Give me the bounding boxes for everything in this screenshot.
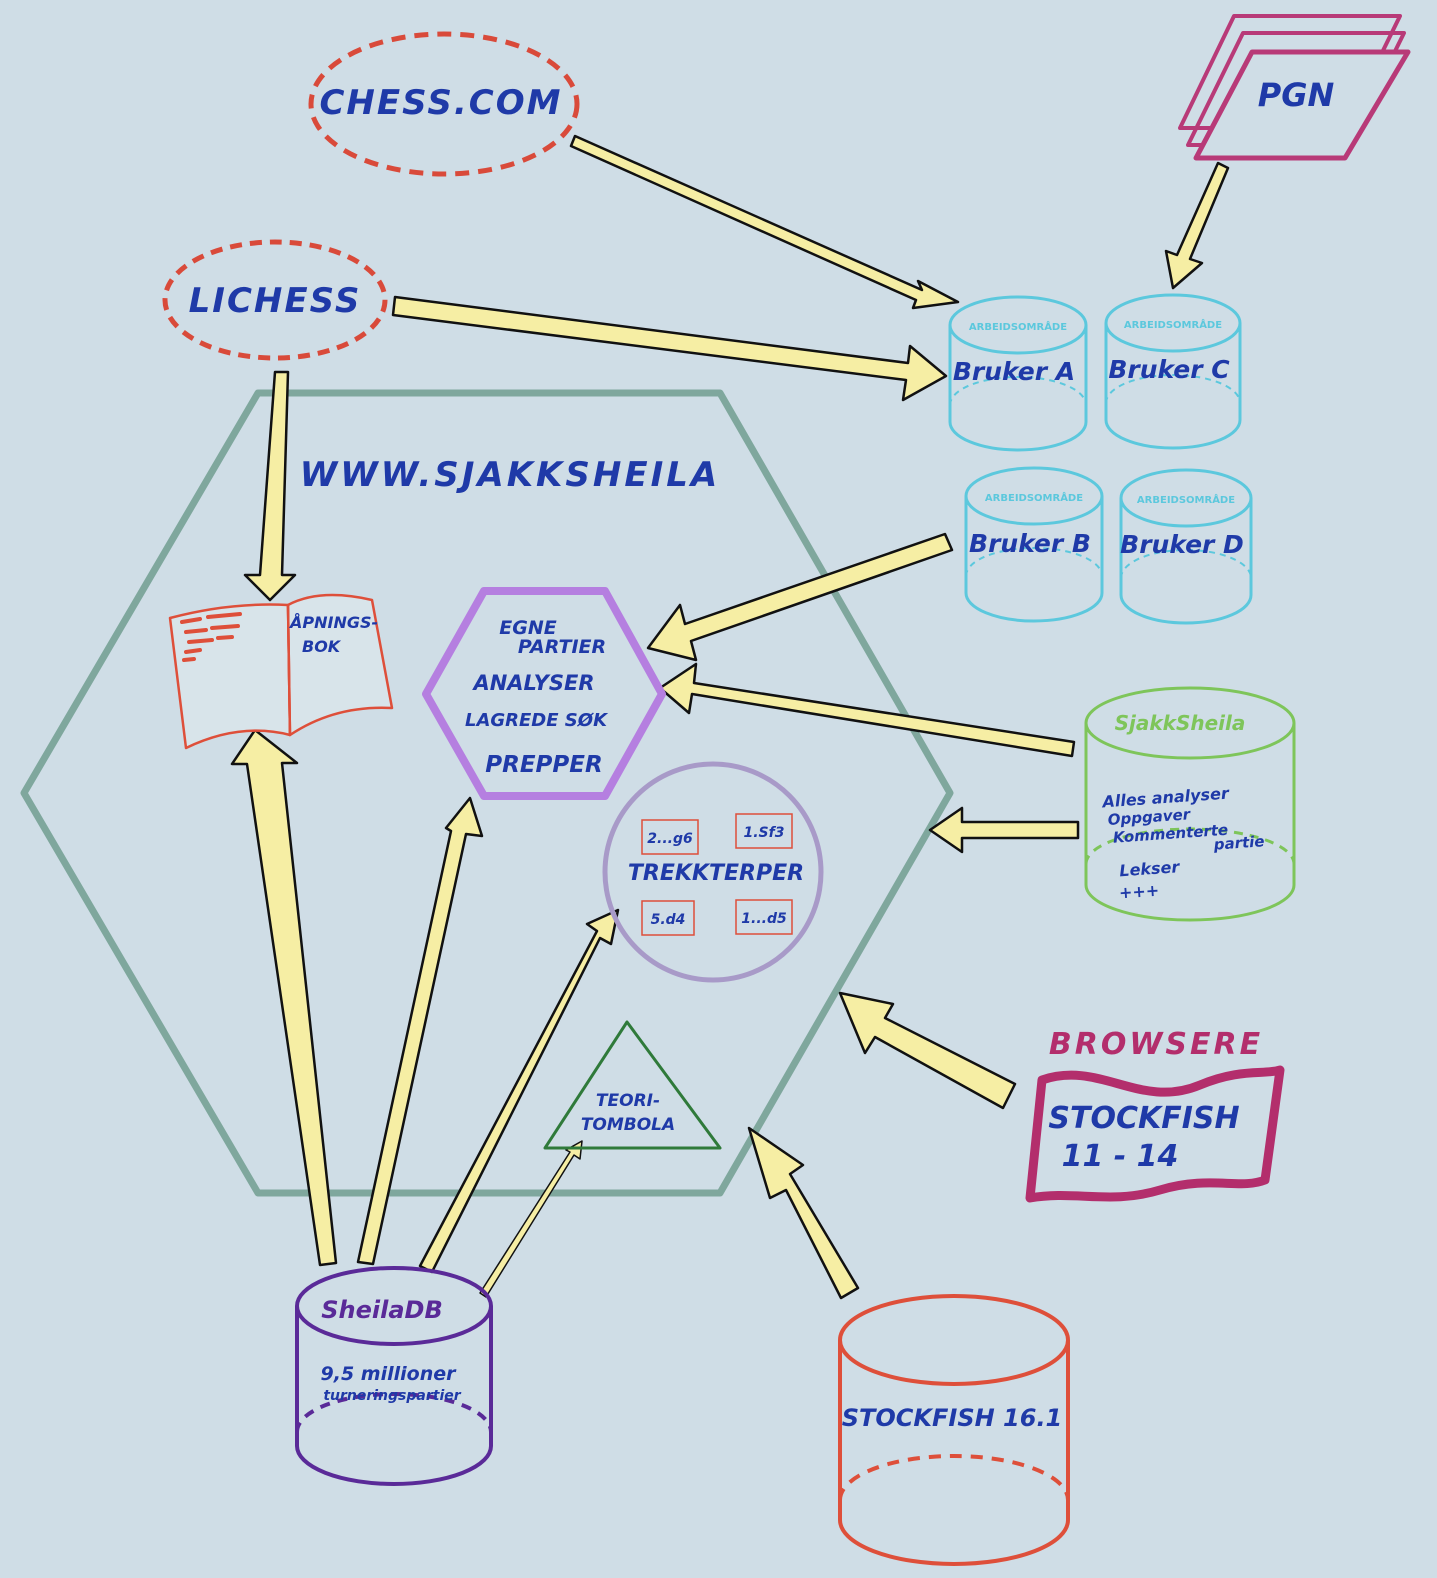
user-db-bruker-a: ARBEIDSOMRÅDE Bruker A: [948, 295, 1088, 452]
sheiladb-line-1: 9,5 millioner: [321, 1363, 458, 1385]
bruker-a-workspace: ARBEIDSOMRÅDE: [969, 320, 1067, 333]
arrow-bruker-b-to-own-games: [646, 532, 954, 662]
theory-line-1: TEORI-: [596, 1091, 660, 1111]
stockfish-cylinder: [838, 1294, 1070, 1566]
sjakksheila-line-2: Oppgaver: [1107, 805, 1192, 829]
bruker-c-name: Bruker C: [1108, 355, 1230, 384]
sjakksheila-db-title: SjakkSheila: [1115, 711, 1246, 735]
sjakksheila-line-5: Lekser: [1119, 857, 1181, 880]
arrow-lichess-to-opening-book: [243, 370, 297, 602]
bruker-d-workspace: ARBEIDSOMRÅDE: [1137, 493, 1235, 506]
bruker-b-name: Bruker B: [969, 529, 1091, 558]
website-hexagon: [20, 389, 954, 1197]
arrow-sheiladb-to-theory: [479, 1140, 583, 1298]
own-games-line-5: PREPPER: [485, 752, 602, 778]
bruker-c-workspace: ARBEIDSOMRÅDE: [1124, 318, 1222, 331]
sjakksheila-db-cylinder: [1084, 686, 1296, 922]
user-db-bruker-c: ARBEIDSOMRÅDE Bruker C: [1104, 293, 1242, 450]
own-games-line-2: PARTIER: [518, 636, 606, 658]
sjakksheila-line-4: partie: [1212, 832, 1265, 854]
arrows: [230, 134, 1230, 1300]
arrow-sheiladb-to-move-traps: [418, 908, 620, 1274]
own-games-line-4: LAGREDE SØK: [465, 710, 609, 731]
lichess-ellipse: [162, 239, 388, 361]
theory-line-2: TOMBOLA: [581, 1115, 675, 1135]
own-games-line-1: EGNE: [499, 617, 556, 639]
sjakksheila-line-6: +++: [1118, 881, 1159, 903]
arrow-sheiladb-to-opening-book: [230, 728, 338, 1267]
browsers-banner: [1025, 1065, 1285, 1203]
move-traps-circle: [602, 761, 824, 983]
pgn-label: PGN: [1258, 76, 1335, 114]
browsers-line-2: 11 - 14: [1062, 1139, 1179, 1174]
browsers-heading: BROWSERE: [1049, 1027, 1263, 1062]
opening-book-label-2: BOK: [302, 637, 342, 656]
sheiladb-line-2: turneringspartier: [323, 1388, 461, 1404]
move-5-d4: 5.d4: [651, 912, 686, 928]
lichess-label: LICHESS: [189, 281, 362, 321]
opening-book-icon: [168, 593, 394, 750]
arrow-chesscom-to-bruker-a: [569, 134, 960, 310]
move-1-d5: 1...d5: [741, 911, 787, 927]
bruker-a-name: Bruker A: [953, 357, 1075, 386]
arrow-browsers-to-website: [838, 991, 1017, 1110]
sheiladb-title: SheilaDB: [321, 1296, 443, 1324]
move-traps-title: TREKKTERPER: [628, 861, 804, 886]
arrow-sheiladb-to-own-games: [356, 796, 484, 1266]
arrow-pgn-to-bruker-c: [1164, 161, 1230, 290]
sheiladb-cylinder: [295, 1266, 493, 1486]
pgn-stack-icon: [1178, 14, 1411, 161]
stockfish-label: STOCKFISH 16.1: [842, 1404, 1063, 1432]
chesscom-label: CHESS.COM: [319, 83, 562, 123]
own-games-hexagon: [422, 587, 666, 800]
arrow-stockfish-to-website: [747, 1126, 860, 1300]
chesscom-ellipse: [308, 31, 580, 177]
move-traps-boxes: [641, 813, 793, 936]
website-title: WWW.SJAKKSHEILA: [300, 455, 720, 495]
move-1-sf3: 1.Sf3: [744, 825, 785, 841]
sjakksheila-db-content: Alles analyser Oppgaver Kommenterte part…: [1100, 783, 1265, 903]
arrow-sjakksheila-to-own-games: [658, 662, 1076, 758]
user-db-bruker-d: ARBEIDSOMRÅDE Bruker D: [1119, 468, 1253, 625]
opening-book-label-1: ÅPNINGS-: [288, 613, 378, 632]
arrow-sjakksheila-to-website: [928, 806, 1080, 854]
move-2-g6: 2...g6: [647, 831, 693, 847]
theory-triangle: [543, 1020, 722, 1150]
arrow-lichess-to-bruker-a: [391, 295, 948, 402]
browsers-line-1: STOCKFISH: [1048, 1101, 1239, 1136]
user-db-bruker-b: ARBEIDSOMRÅDE Bruker B: [964, 466, 1104, 623]
bruker-b-workspace: ARBEIDSOMRÅDE: [985, 491, 1083, 504]
bruker-d-name: Bruker D: [1120, 530, 1244, 559]
own-games-line-3: ANALYSER: [471, 671, 594, 695]
